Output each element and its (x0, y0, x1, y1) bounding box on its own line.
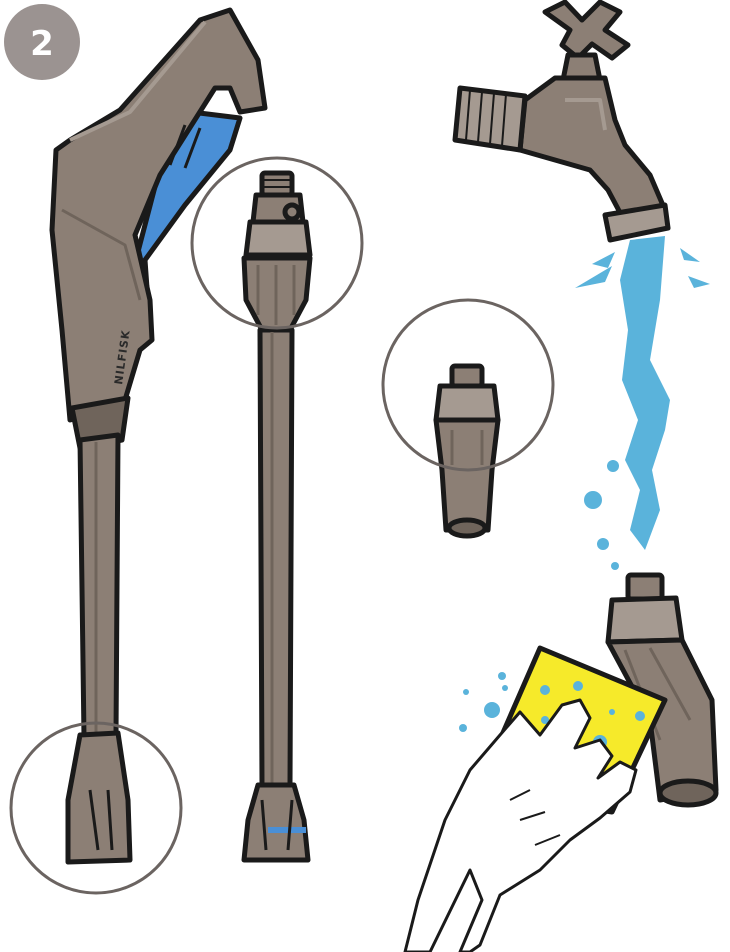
step-number: 2 (30, 24, 54, 64)
step-badge: 2 (4, 4, 80, 80)
spray-handle-icon (52, 10, 265, 862)
water-drops-icon (459, 672, 508, 732)
water-tap-icon (455, 2, 668, 240)
nozzle-connector-icon (436, 366, 498, 536)
spray-lance-icon (244, 173, 310, 860)
water-stream-icon (575, 236, 710, 570)
